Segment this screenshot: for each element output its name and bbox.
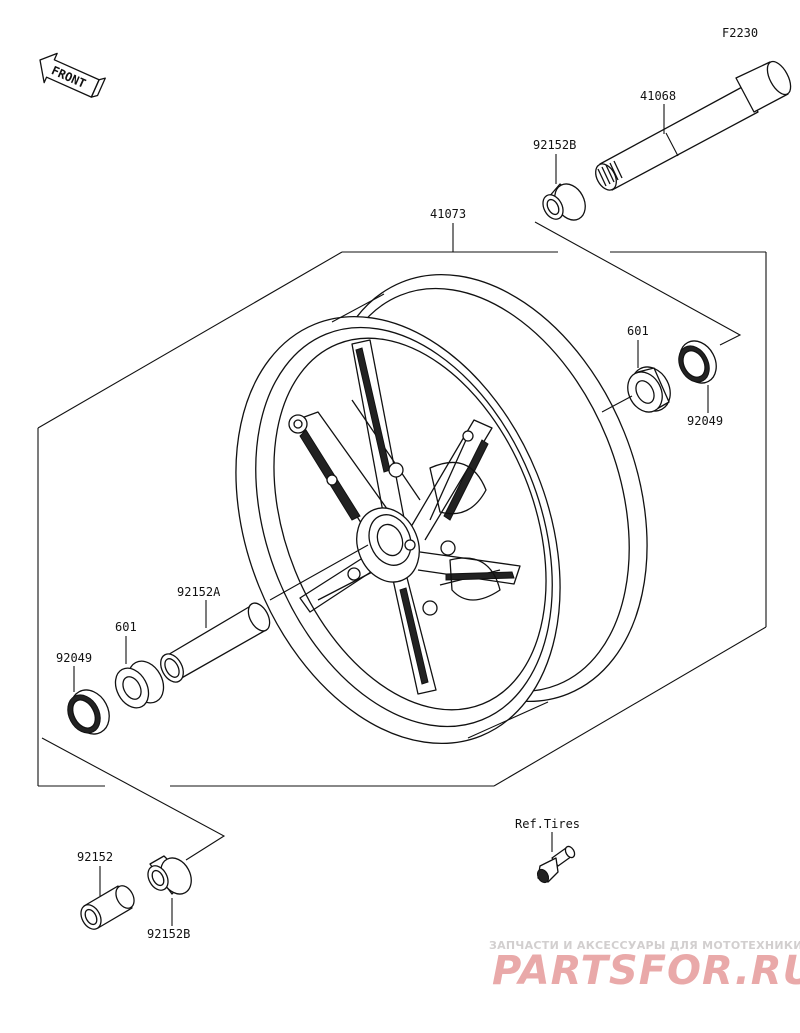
axle-41068[interactable] (591, 58, 795, 194)
label-601-left: 601 (115, 620, 137, 634)
wheel-41073[interactable] (176, 226, 707, 792)
label-92152: 92152 (77, 850, 113, 864)
collar-92152[interactable] (77, 883, 138, 933)
label-92152b-top: 92152B (533, 138, 576, 152)
ref-tires-label[interactable]: Ref.Tires (515, 817, 580, 831)
collar-92152b-bottom[interactable] (144, 853, 197, 900)
label-92049-right: 92049 (687, 414, 723, 428)
bearing-601-right[interactable] (621, 360, 678, 418)
seal-92049-left[interactable] (61, 683, 116, 741)
valve-stem-icon (536, 845, 576, 884)
label-92049-left: 92049 (56, 651, 92, 665)
watermark-subtitle: ЗАПЧАСТИ И АКСЕССУАРЫ ДЛЯ МОТОТЕХНИКИ (489, 939, 800, 952)
seal-92049-right[interactable] (673, 335, 724, 390)
spacer-92152a[interactable] (156, 600, 274, 686)
watermark-brand: PARTSFOR.RU (492, 948, 800, 994)
collar-92152b-top[interactable] (539, 179, 591, 226)
label-41073: 41073 (430, 207, 466, 221)
diagram-code: F2230 (722, 26, 758, 40)
bearing-601-left[interactable] (109, 655, 171, 714)
front-arrow-icon: FRONT (39, 52, 106, 98)
label-92152a: 92152A (177, 585, 221, 599)
label-92152b-bottom: 92152B (147, 927, 190, 941)
label-41068: 41068 (640, 89, 676, 103)
label-601-right: 601 (627, 324, 649, 338)
